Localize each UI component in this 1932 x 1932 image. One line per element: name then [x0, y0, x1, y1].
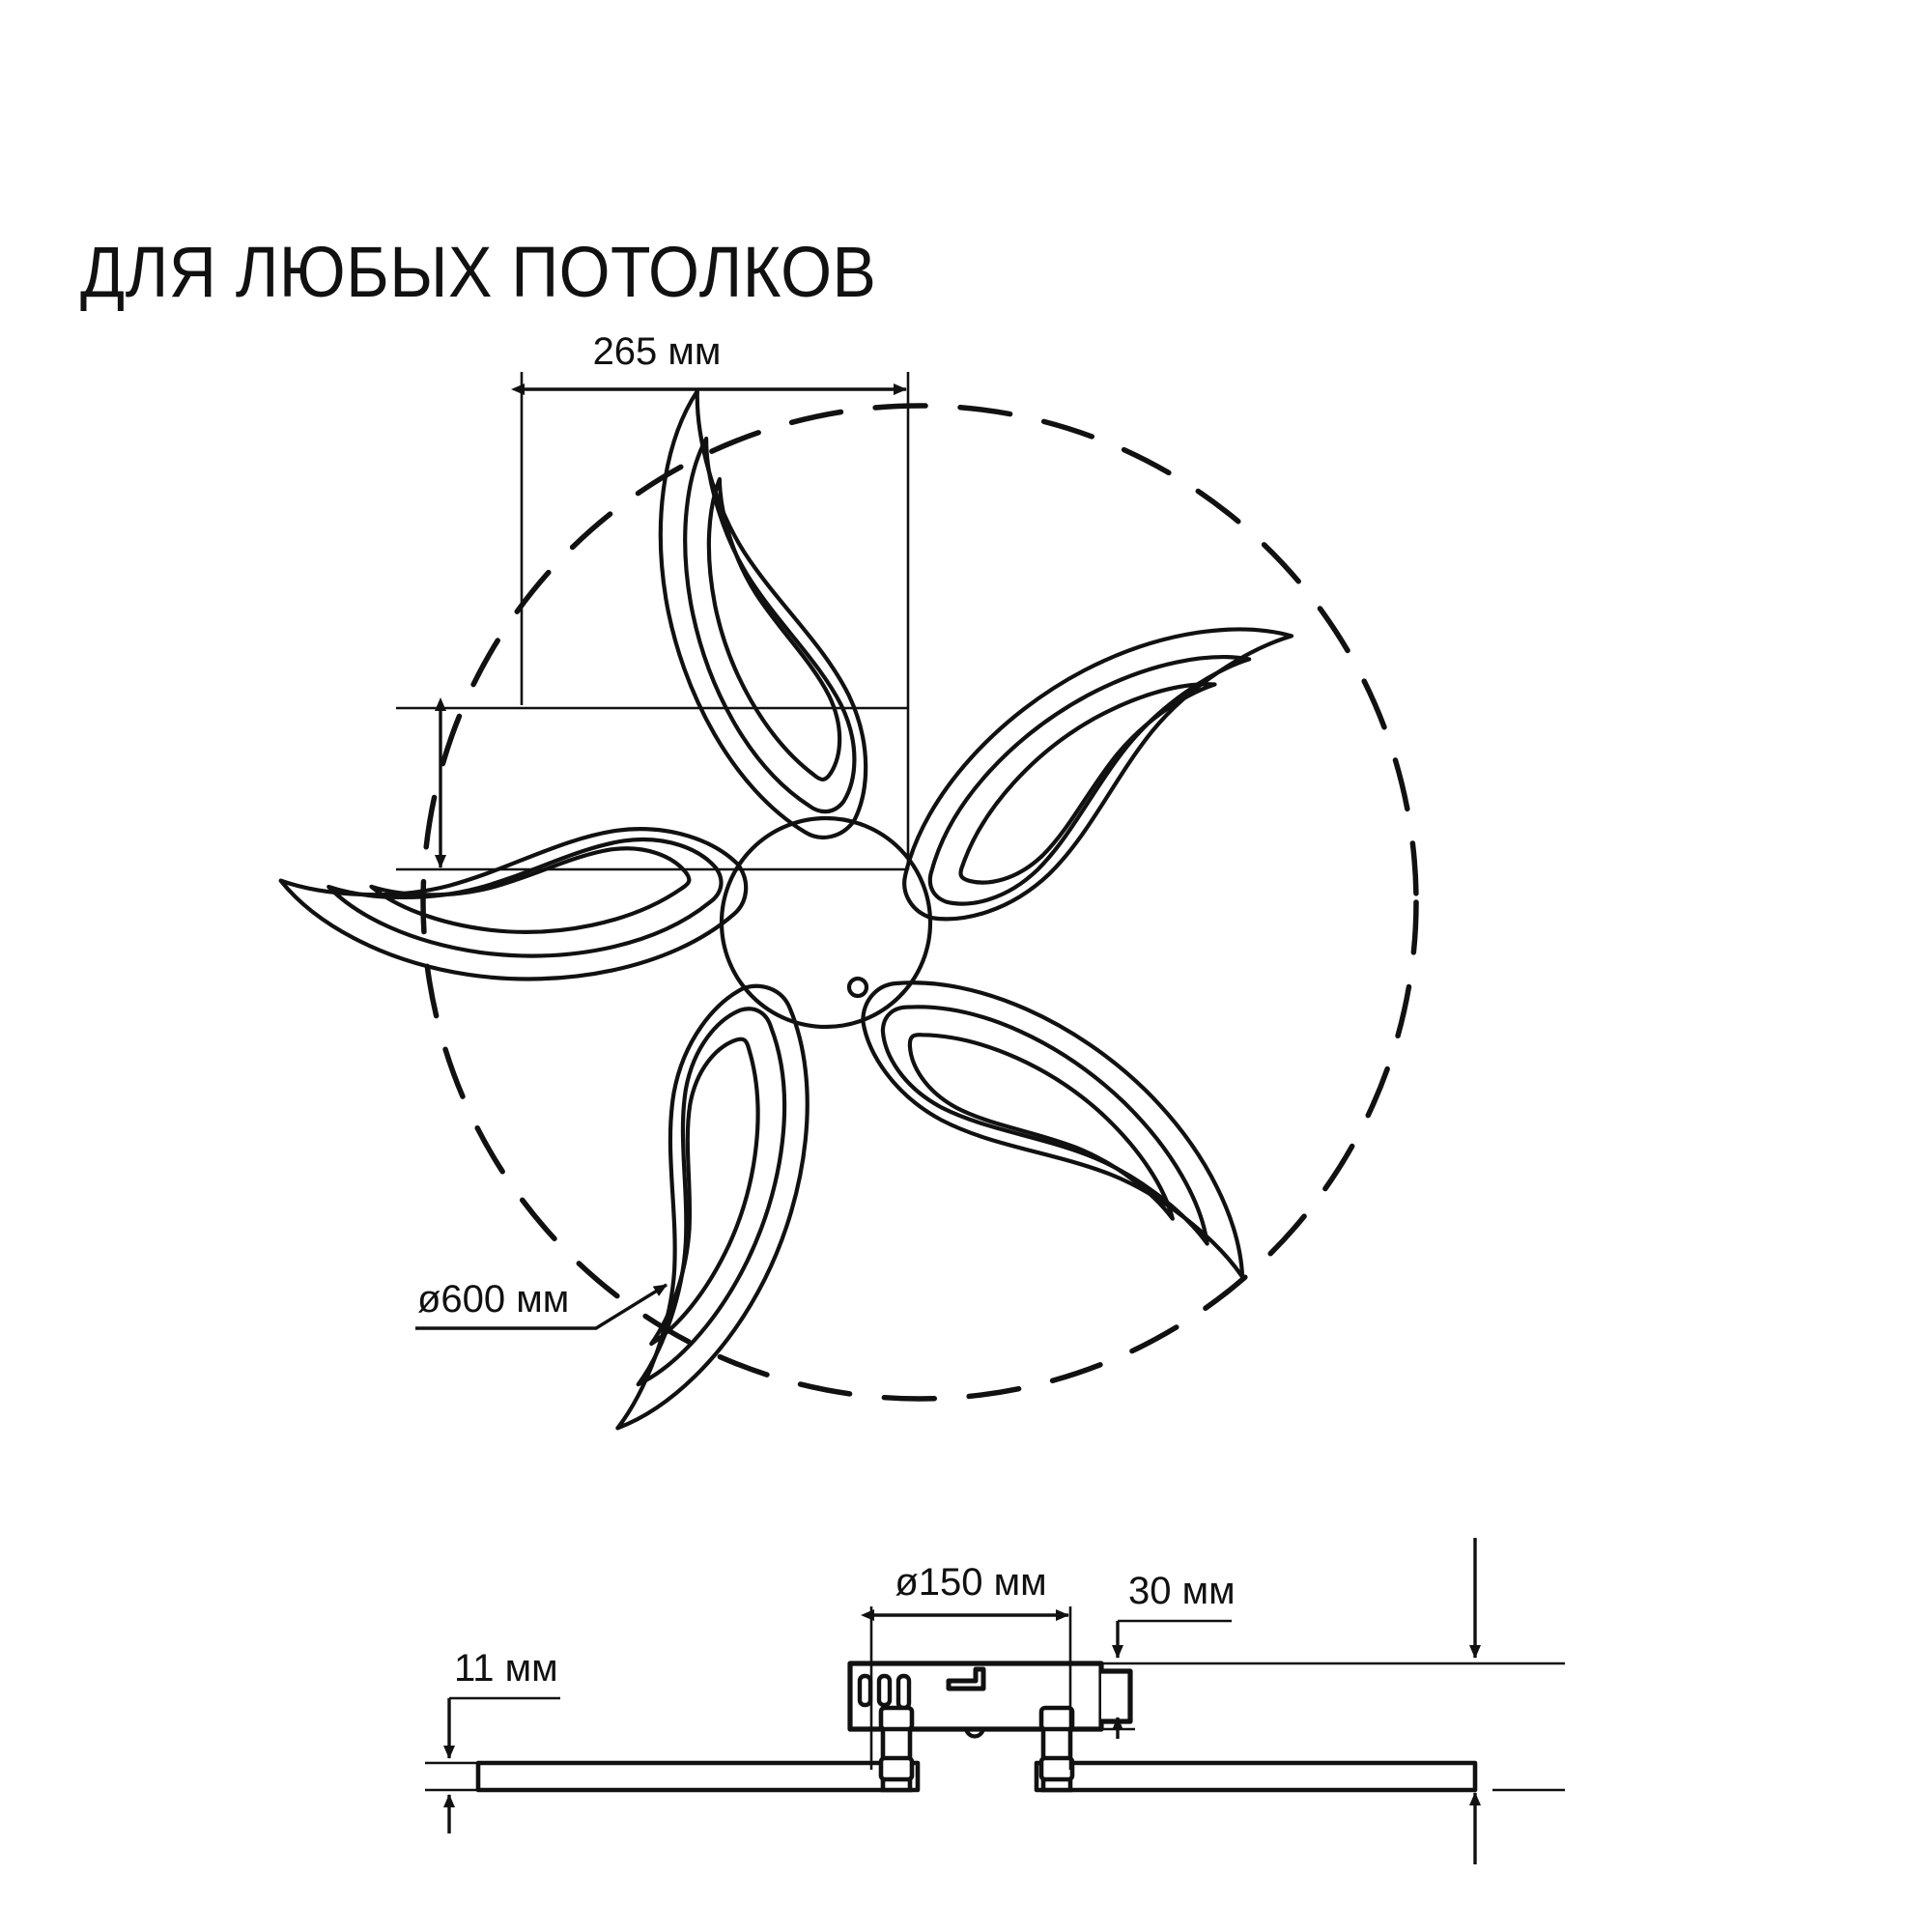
petal-lower-left: [541, 968, 871, 1459]
side-section-view: ø150 мм 30 мм 75 мм: [0, 0, 1565, 1864]
dim-134: 134 мм: [0, 0, 908, 871]
mounting-post-left: [878, 1705, 915, 1793]
vent-slot-icon: [876, 1673, 893, 1708]
dim-75: 75 мм: [0, 0, 1565, 1864]
dim-diameter-150-label: ø150 мм: [895, 1561, 1046, 1604]
hub-screw-hole-icon: [846, 976, 869, 999]
page-title: ДЛЯ ЛЮБЫХ ПОТОЛКОВ: [80, 232, 877, 312]
mounting-post-right: [1038, 1705, 1075, 1793]
envelope-circle-600: [420, 403, 1419, 1402]
top-view: 265 мм 134 мм ø600 мм: [0, 0, 1419, 1459]
dim-134-label: 134 мм: [0, 0, 64, 9]
hub-disc: [719, 815, 933, 1030]
dim-diameter-600-label: ø600 мм: [417, 1278, 569, 1321]
dim-11-label: 11 мм: [454, 1647, 558, 1690]
latch-hook-icon: [946, 1666, 986, 1691]
dim-265: 265 мм: [511, 330, 910, 869]
petal-upper-left: [274, 798, 751, 999]
panel-right-segment: [1034, 1760, 1478, 1793]
dim-diameter-150: ø150 мм: [861, 1561, 1072, 1770]
dim-30: 30 мм: [1092, 1570, 1565, 1739]
base-housing-right-step: [1098, 1668, 1133, 1724]
dim-75-label: 75 мм: [0, 0, 53, 9]
panel-left-segment: [475, 1760, 921, 1793]
dim-265-label: 265 мм: [593, 330, 722, 373]
dim-11: 11 мм: [425, 1647, 560, 1833]
petal-top: [621, 372, 883, 861]
dim-30-label: 30 мм: [1128, 1570, 1236, 1612]
dim-diameter-600: ø600 мм: [415, 1278, 668, 1330]
housing-bottom-bump: [963, 1728, 986, 1739]
